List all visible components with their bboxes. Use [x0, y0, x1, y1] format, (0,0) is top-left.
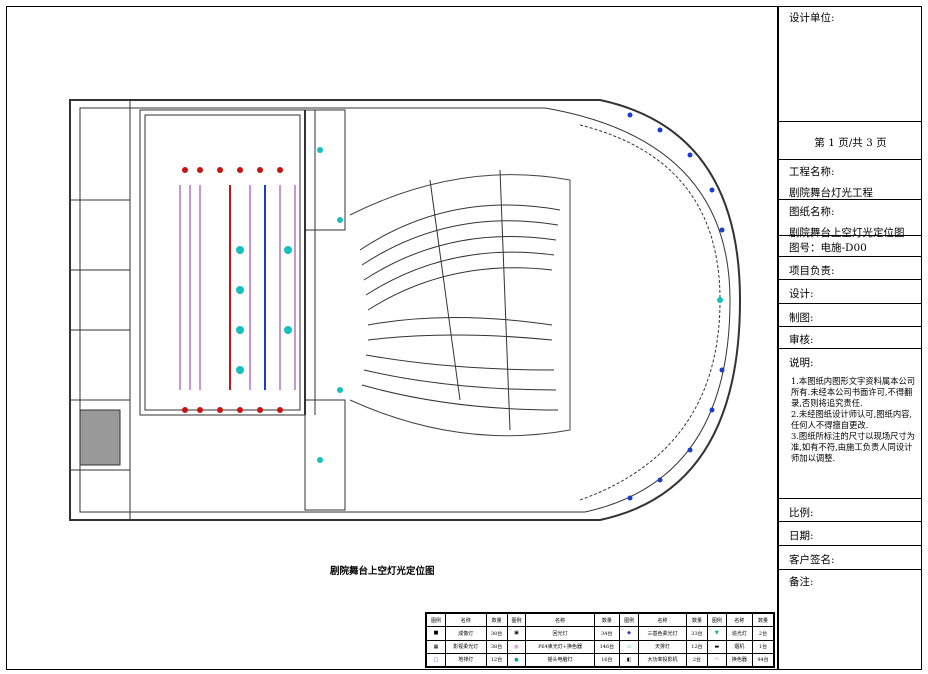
legend-header: 名称 [638, 612, 688, 628]
project-name-cell: 工程名称: 剧院舞台灯光工程 [779, 160, 922, 200]
notes-label: 说明: [789, 357, 814, 369]
page-info-cell: 第 1 页/共 3 页 [779, 122, 922, 160]
drawing-no: 图号：电施-D00 [789, 242, 867, 254]
legend-name: 换色器 [725, 652, 754, 668]
design-unit-cell: 设计单位: [779, 6, 922, 122]
page-info: 第 1 页/共 3 页 [814, 137, 887, 149]
legend-name: 天排灯 [638, 639, 688, 654]
legend-row: ▦ 影视柔光灯 38台 ◍ P64束光灯+换色器 146台 ▭ 天排灯 12台 … [426, 639, 774, 654]
legend-qty: 146台 [593, 639, 621, 654]
legend-name: 地排灯 [444, 652, 487, 668]
remarks-label: 备注: [789, 576, 814, 588]
client-sign-cell: 客户签名: [779, 546, 922, 570]
legend-name: 烟机 [725, 639, 754, 654]
legend-qty: 33台 [686, 626, 708, 641]
note-item: 3.图纸所标注的尺寸以现场尺寸为准,如有不符,由施工负责人同设计师加以调整. [791, 431, 916, 463]
legend-row: ■ 成像灯 38台 ▣ 回光灯 34台 ◆ 三基色柔光灯 33台 ▼ 追光灯 2… [426, 626, 774, 641]
legend-header-row: 图例 名称 数量 图例 名称 数量 图例 名称 数量 图例 名称 数量 [426, 612, 774, 628]
drafter-label: 制图: [789, 312, 814, 324]
fixture-icon: ▦ [426, 639, 446, 654]
fixture-icon: ▼ [706, 626, 727, 641]
fixture-icon: ◧ [619, 652, 640, 668]
project-lead-label: 项目负责: [789, 265, 835, 277]
drawing-no-cell: 图号：电施-D00 [779, 236, 922, 257]
legend-table: 图例 名称 数量 图例 名称 数量 图例 名称 数量 图例 名称 数量 ■ 成像… [426, 612, 774, 668]
drawing-frame [6, 6, 922, 670]
legend-qty: 38台 [485, 639, 508, 654]
project-lead-cell: 项目负责: [779, 257, 922, 280]
remarks-cell: 备注: [779, 570, 922, 670]
legend-header: 图例 [426, 612, 446, 628]
equipment-legend: 图例 名称 数量 图例 名称 数量 图例 名称 数量 图例 名称 数量 ■ 成像… [425, 612, 775, 668]
legend-name: 追光灯 [725, 626, 754, 641]
legend-header: 数量 [686, 612, 708, 628]
date-label: 日期: [789, 530, 814, 542]
reviewer-cell: 审核: [779, 327, 922, 349]
legend-name: 成像灯 [444, 626, 487, 641]
designer-label: 设计: [789, 288, 814, 300]
fixture-icon: ▭ [619, 639, 640, 654]
note-item: 2.未经图纸设计师认可,图纸内容,任何人不得擅自更改. [791, 409, 913, 430]
title-block: 设计单位: 第 1 页/共 3 页 工程名称: 剧院舞台灯光工程 图纸名称: 剧… [777, 6, 922, 670]
legend-header: 图例 [619, 612, 640, 628]
legend-name: 回光灯 [525, 626, 595, 641]
legend-header: 数量 [752, 612, 774, 628]
fixture-icon: ■ [426, 626, 446, 641]
legend-qty: 12台 [686, 639, 708, 654]
legend-qty: 94台 [752, 652, 774, 668]
legend-qty: 2台 [752, 626, 774, 641]
fixture-icon: ◆ [619, 626, 640, 641]
drafter-cell: 制图: [779, 304, 922, 327]
legend-header: 数量 [593, 612, 621, 628]
project-name: 剧院舞台灯光工程 [789, 187, 873, 199]
client-sign-label: 客户签名: [789, 554, 835, 566]
legend-header: 名称 [725, 612, 754, 628]
legend-qty: 16台 [593, 652, 621, 668]
legend-qty: 34台 [593, 626, 621, 641]
fixture-icon: ◍ [506, 639, 527, 654]
note-item: 1.本图纸内图形文字资料属本公司所有.未经本公司书面许可,不得翻录,否则将追究责… [791, 376, 916, 408]
legend-header: 数量 [485, 612, 508, 628]
legend-qty: 38台 [485, 626, 508, 641]
legend-header: 图例 [706, 612, 727, 628]
plan-title: 剧院舞台上空灯光定位图 [330, 566, 435, 577]
project-name-label: 工程名称: [789, 166, 835, 178]
legend-name: 摇头电脑灯 [525, 652, 595, 668]
scale-cell: 比例: [779, 499, 922, 522]
notes-cell: 说明: 1.本图纸内图形文字资料属本公司所有.未经本公司书面许可,不得翻录,否则… [779, 349, 922, 499]
designer-cell: 设计: [779, 280, 922, 304]
fixture-icon: ▣ [506, 626, 527, 641]
legend-qty: 12台 [485, 652, 508, 668]
legend-qty: 2台 [686, 652, 708, 668]
legend-header: 名称 [525, 612, 595, 628]
drawing-name-cell: 图纸名称: 剧院舞台上空灯光定位图 [779, 200, 922, 239]
reviewer-label: 审核: [789, 334, 814, 346]
legend-header: 图例 [506, 612, 527, 628]
floor-plan-drawing [69, 99, 742, 521]
scale-label: 比例: [789, 507, 814, 519]
legend-row: ▢ 地排灯 12台 ● 摇头电脑灯 16台 ◧ 大功率投影机 2台 ◠ 换色器 … [426, 652, 774, 668]
fixture-icon: ▬ [706, 639, 727, 654]
date-cell: 日期: [779, 522, 922, 546]
fixture-icon: ● [506, 652, 527, 668]
legend-name: 影视柔光灯 [444, 639, 487, 654]
drawing-name-label: 图纸名称: [789, 206, 835, 218]
legend-name: P64束光灯+换色器 [525, 639, 595, 654]
design-unit-label: 设计单位: [789, 12, 835, 24]
drawing-name: 剧院舞台上空灯光定位图 [789, 227, 905, 239]
legend-name: 三基色柔光灯 [638, 626, 688, 641]
legend-name: 大功率投影机 [638, 652, 688, 668]
legend-qty: 1台 [752, 639, 774, 654]
notes-list: 1.本图纸内图形文字资料属本公司所有.未经本公司书面许可,不得翻录,否则将追究责… [779, 370, 922, 464]
fixture-icon: ▢ [426, 652, 446, 668]
fixture-icon: ◠ [706, 652, 727, 668]
legend-header: 名称 [444, 612, 487, 628]
